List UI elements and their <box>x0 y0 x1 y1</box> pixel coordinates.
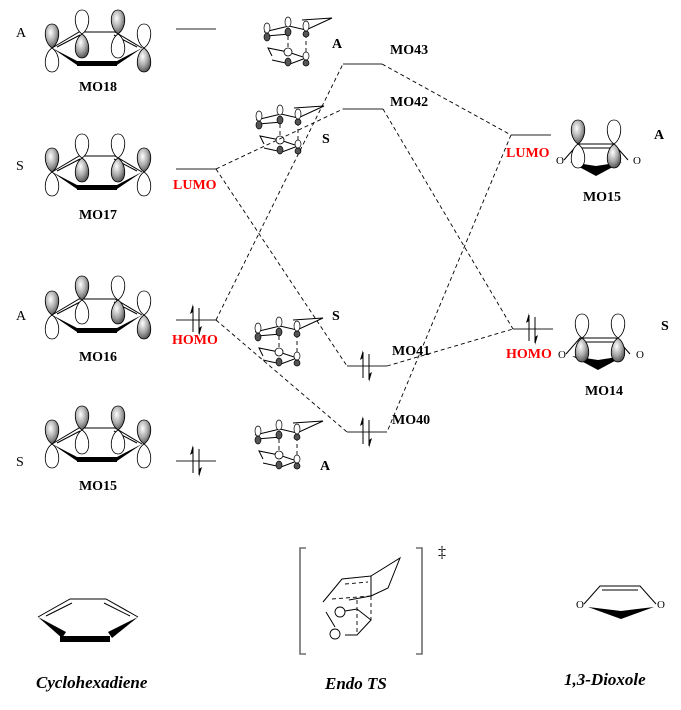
oxygen-atom: O <box>558 349 566 361</box>
ts-mo40: MO40 <box>347 413 430 449</box>
correlation-line <box>381 63 512 136</box>
mo-label: MO40 <box>392 413 430 428</box>
mo-label: MO41 <box>392 344 430 359</box>
symmetry-label: S <box>16 455 24 470</box>
symmetry-label: A <box>16 26 27 41</box>
symmetry-label: A <box>332 37 343 52</box>
cyclohexadiene-label: Cyclohexadiene <box>36 673 148 692</box>
dioxole-label: 1,3-Dioxole <box>564 670 646 689</box>
lumo-label: LUMO <box>173 178 217 193</box>
ts-mo42: MO42 <box>343 95 428 110</box>
oxygen-atom: O <box>636 349 644 361</box>
dioxole-mo14: HOMO O O S MO14 <box>506 312 669 399</box>
endo-ts-structure: ‡ Endo TS <box>299 544 446 693</box>
symmetry-label: S <box>322 132 330 147</box>
mo-label: MO42 <box>390 95 428 110</box>
mo-label: MO18 <box>79 80 117 95</box>
symmetry-label: A <box>654 128 665 143</box>
correlation-line <box>215 319 348 433</box>
oxygen-atom: O <box>633 155 641 167</box>
symmetry-label: A <box>16 309 27 324</box>
ts-sketch-mo42: S <box>255 104 330 155</box>
cyclohexadiene-mo15: S MO15 <box>16 405 216 494</box>
homo-label: HOMO <box>506 347 552 362</box>
oxygen-atom: O <box>657 599 665 611</box>
correlation-line <box>386 134 512 433</box>
homo-label: HOMO <box>172 333 218 348</box>
mo-label: MO16 <box>79 350 117 365</box>
mo-label: MO15 <box>79 479 117 494</box>
correlation-line <box>215 63 344 321</box>
mo-label: MO15 <box>583 190 621 205</box>
ts-mo43: MO43 <box>343 43 428 65</box>
correlation-line <box>215 168 348 367</box>
endo-ts-label: Endo TS <box>324 674 387 693</box>
ts-sketch-mo41: S <box>254 309 340 367</box>
symmetry-label: A <box>320 459 331 474</box>
cyclohexadiene-mo16: A MO16 HOMO <box>16 275 218 365</box>
symmetry-label: S <box>16 159 24 174</box>
cyclohexadiene-structure: Cyclohexadiene <box>36 598 148 692</box>
correlation-lines <box>215 63 514 433</box>
cyclohexadiene-mo17: S MO17 LUMO <box>16 133 217 223</box>
cyclohexadiene-mo18: A MO18 <box>16 9 216 95</box>
ts-sketch-mo43: A <box>263 16 343 67</box>
oxygen-atom: O <box>556 155 564 167</box>
correlation-line <box>386 328 514 367</box>
ts-sketch-mo40: A <box>254 419 331 474</box>
dioxole-mo15: LUMO O O A MO15 <box>506 119 665 205</box>
ts-mo41: MO41 <box>347 344 430 383</box>
symmetry-label: S <box>332 309 340 324</box>
right-bracket <box>416 547 423 655</box>
transition-state-mark: ‡ <box>438 544 446 561</box>
correlation-line <box>382 108 514 330</box>
mo-label: MO17 <box>79 208 117 223</box>
symmetry-label: S <box>661 319 669 334</box>
mo-label: MO43 <box>390 43 428 58</box>
correlation-line <box>215 108 344 170</box>
lumo-label: LUMO <box>506 146 550 161</box>
left-bracket <box>299 547 306 655</box>
oxygen-atom: O <box>576 599 584 611</box>
dioxole-structure: O O 1,3-Dioxole <box>564 585 665 689</box>
mo-label: MO14 <box>585 384 623 399</box>
